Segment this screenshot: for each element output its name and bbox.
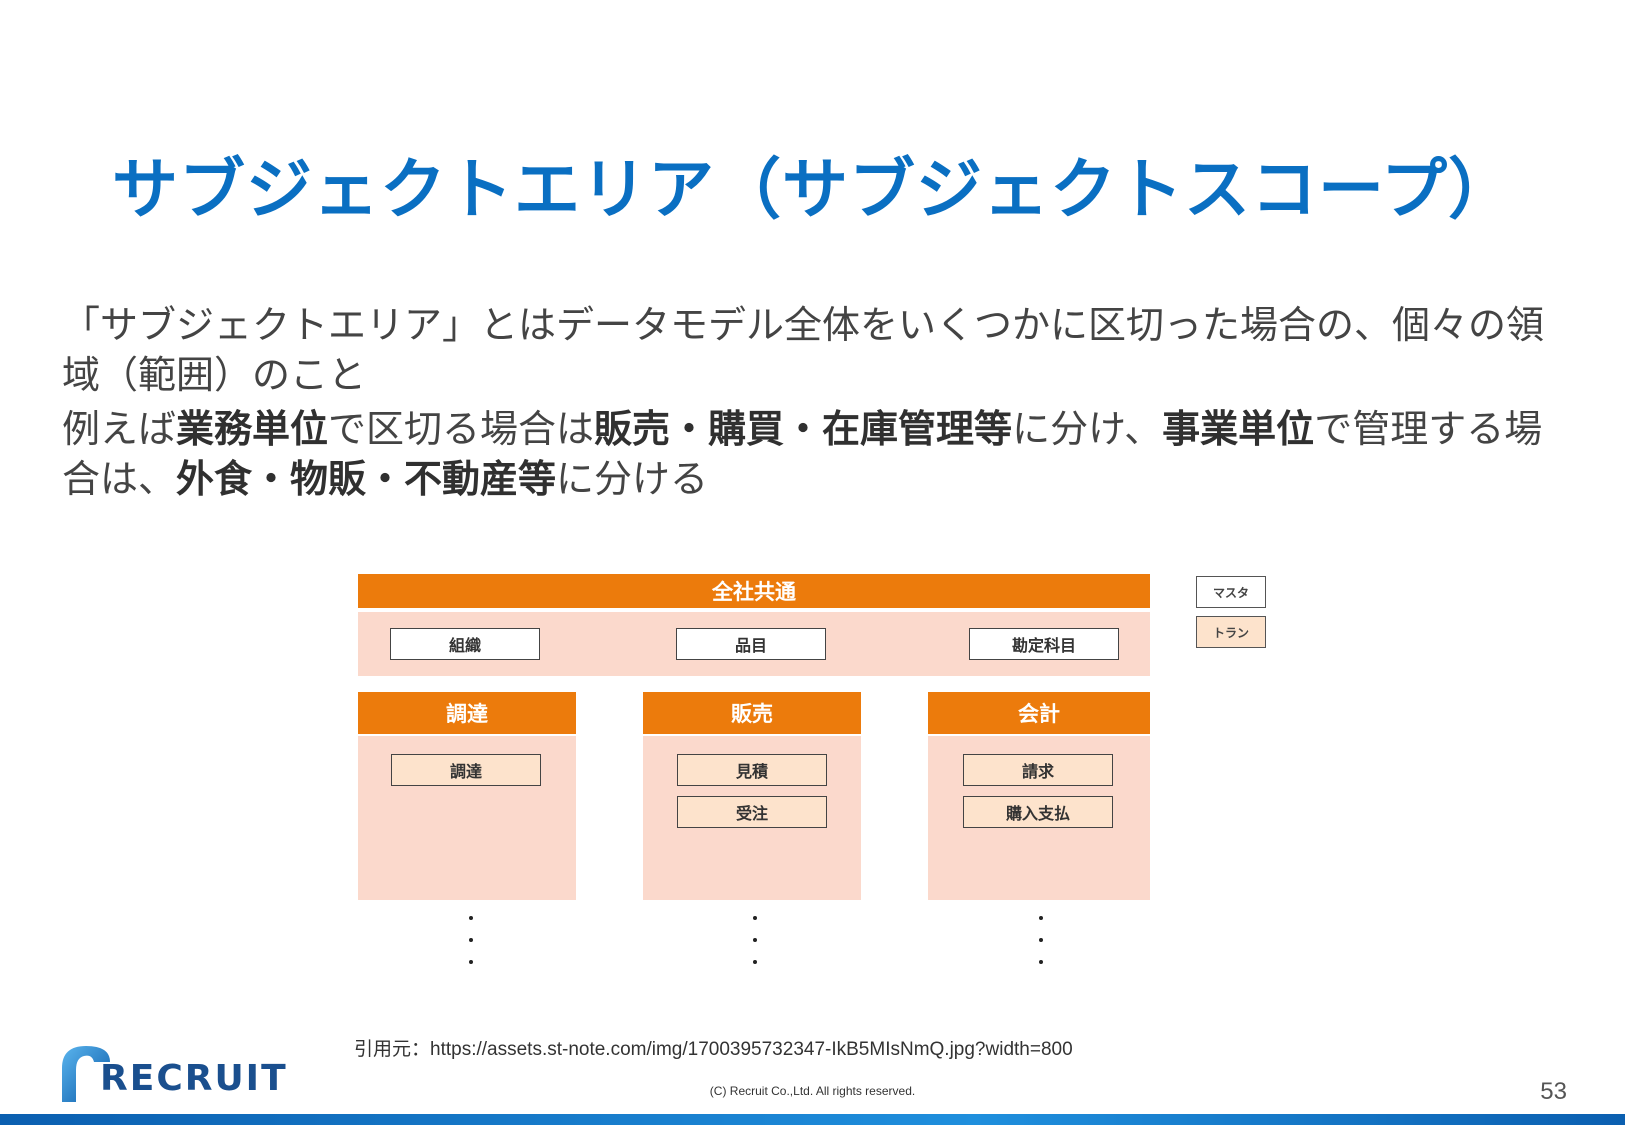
area-header-procurement: 調達 xyxy=(358,692,576,734)
example-segment: に分ける xyxy=(556,457,709,501)
tran-box-purchase-payment: 購入支払 xyxy=(963,796,1113,828)
legend-tran: トラン xyxy=(1196,616,1266,648)
continuation-dots xyxy=(750,916,760,972)
example-segment-bold: 事業単位 xyxy=(1162,407,1315,451)
example-segment: で区切る場合は xyxy=(328,407,595,451)
subject-area-diagram: 全社共通 組織 品目 勘定科目 調達 調達 販売 見積 受注 会計 請求 購入支… xyxy=(358,574,1288,974)
recruit-logo: RECRUIT xyxy=(58,1040,298,1105)
legend-master: マスタ xyxy=(1196,576,1266,608)
example-segment: に分け、 xyxy=(1012,407,1163,451)
example-segment: 例えば xyxy=(62,407,177,451)
area-header-sales: 販売 xyxy=(643,692,861,734)
common-band-header: 全社共通 xyxy=(358,574,1150,608)
master-box-account: 勘定科目 xyxy=(969,628,1119,660)
slide-title: サブジェクトエリア（サブジェクトスコープ） xyxy=(112,151,1516,228)
tran-box-billing: 請求 xyxy=(963,754,1113,786)
continuation-dots xyxy=(1036,916,1046,972)
example-segment-bold: 販売・購買・在庫管理等 xyxy=(594,407,1013,451)
master-box-item: 品目 xyxy=(676,628,826,660)
master-box-organization: 組織 xyxy=(390,628,540,660)
recruit-logo-text: RECRUIT xyxy=(100,1058,288,1099)
example-segment-bold: 外食・物販・不動産等 xyxy=(176,457,557,501)
recruit-logo-mark-icon xyxy=(62,1046,110,1102)
copyright: (C) Recruit Co.,Ltd. All rights reserved… xyxy=(709,1084,916,1098)
page-number: 53 xyxy=(1540,1078,1567,1105)
body-paragraph-definition: 「サブジェクトエリア」とはデータモデル全体をいくつかに区切った場合の、個々の領域… xyxy=(62,303,1545,397)
tran-box-procurement: 調達 xyxy=(391,754,541,786)
continuation-dots xyxy=(466,916,476,972)
example-segment: で管理する場合は、 xyxy=(62,407,1543,501)
citation: 引用元：https://assets.st-note.com/img/17003… xyxy=(354,1039,1073,1060)
body-text: 「サブジェクトエリア」とはデータモデル全体をいくつかに区切った場合の、個々の領域… xyxy=(62,300,1572,504)
example-segment-bold: 業務単位 xyxy=(176,407,329,451)
bottom-accent-bar xyxy=(0,1114,1625,1125)
tran-box-order: 受注 xyxy=(677,796,827,828)
body-paragraph-example: 例えば業務単位で区切る場合は販売・購買・在庫管理等に分け、事業単位で管理する場合… xyxy=(62,404,1572,504)
area-header-accounting: 会計 xyxy=(928,692,1150,734)
tran-box-estimate: 見積 xyxy=(677,754,827,786)
